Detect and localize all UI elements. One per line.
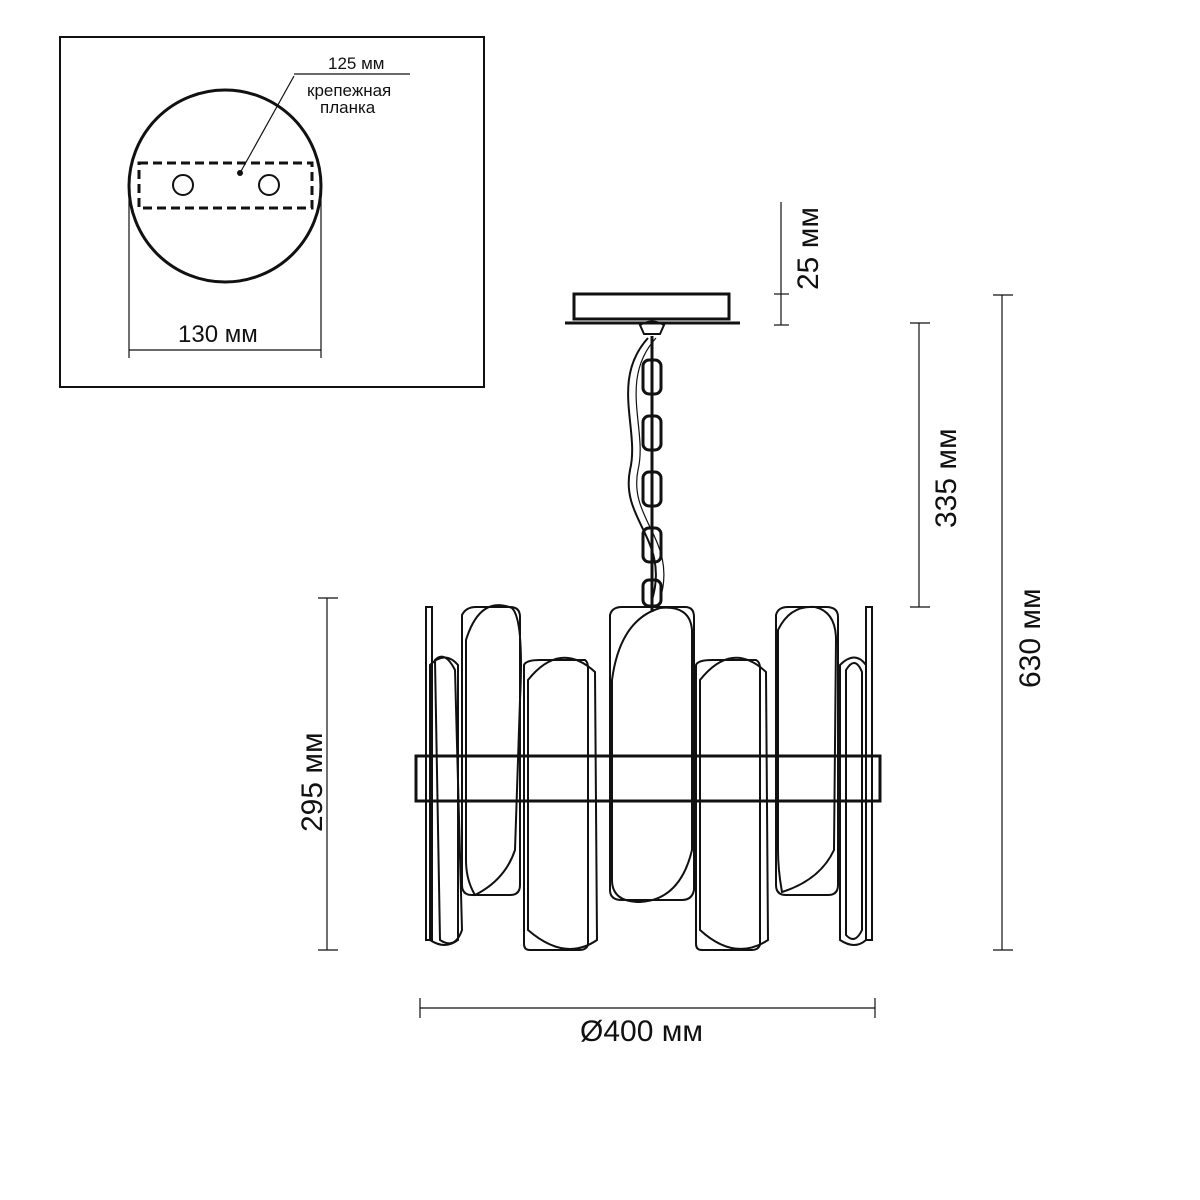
canopy-height-label: 25 мм bbox=[792, 207, 825, 290]
bracket-label-line1: крепежная bbox=[307, 81, 391, 100]
glass-panel bbox=[429, 655, 464, 946]
ring-band bbox=[414, 754, 882, 803]
dim-total-height: 630 мм bbox=[993, 294, 1047, 951]
dim-body-height: 295 мм bbox=[296, 597, 338, 951]
mesh-panel-right bbox=[775, 605, 839, 896]
chain-link bbox=[641, 358, 663, 396]
edge-blade-left bbox=[425, 606, 433, 941]
canopy-diameter-label: 130 мм bbox=[178, 321, 258, 348]
bracket-label-line2: планка bbox=[320, 98, 376, 117]
canopy-inset: 125 мм крепежная планка 130 мм bbox=[59, 36, 485, 388]
suspension-chain bbox=[627, 336, 665, 612]
dim-chain-length: 335 мм bbox=[910, 322, 963, 608]
glass-panel bbox=[523, 656, 599, 951]
chain-link bbox=[641, 414, 663, 452]
canopy-hook bbox=[638, 320, 666, 335]
dim-canopy-height: 25 мм bbox=[774, 202, 825, 326]
glass-panel bbox=[695, 656, 770, 951]
plate-width-label: 125 мм bbox=[328, 54, 384, 73]
mesh-panel-center bbox=[609, 606, 695, 904]
mounting-hole-right bbox=[258, 174, 280, 196]
mesh-panel-left bbox=[461, 604, 522, 897]
diameter-label: Ø400 мм bbox=[580, 1015, 703, 1048]
mounting-hole-left bbox=[172, 174, 194, 196]
mounting-bracket-outline bbox=[137, 161, 314, 210]
chain-link bbox=[641, 526, 663, 564]
chandelier-body bbox=[414, 604, 882, 951]
total-height-label: 630 мм bbox=[1014, 588, 1047, 688]
canopy-circle bbox=[127, 88, 323, 284]
glass-panel bbox=[839, 656, 867, 946]
bracket-leader-line bbox=[239, 75, 295, 174]
ceiling-canopy bbox=[565, 292, 740, 335]
inset-frame bbox=[59, 36, 485, 388]
chain-length-label: 335 мм bbox=[930, 428, 963, 528]
chain-link bbox=[641, 470, 663, 508]
dim-diameter: Ø400 мм bbox=[419, 998, 876, 1048]
canopy-body bbox=[572, 292, 731, 321]
body-height-label: 295 мм bbox=[296, 732, 329, 832]
